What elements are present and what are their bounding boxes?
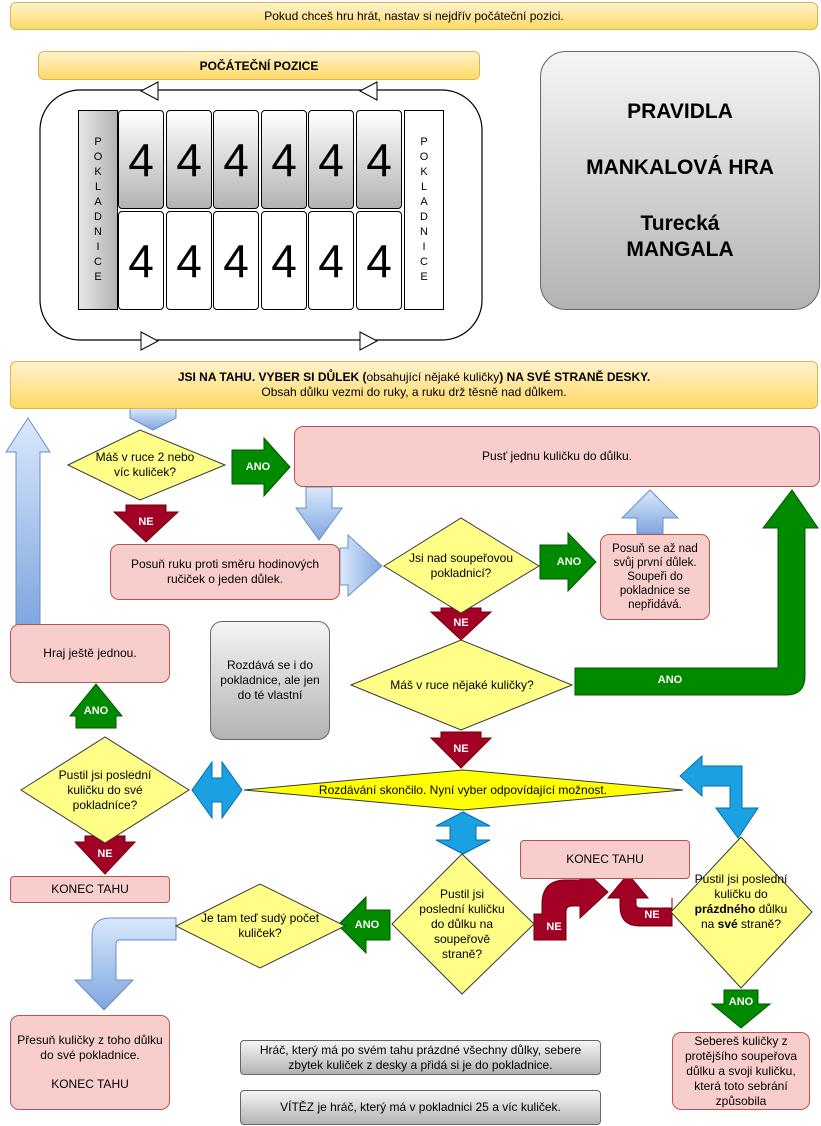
rules-name: MANGALA bbox=[626, 237, 734, 261]
store-right: P O K L A D N I C E bbox=[404, 110, 444, 310]
bent-arrow-even bbox=[73, 917, 177, 1011]
bidir-arrow-down bbox=[435, 811, 491, 855]
decision-over-store bbox=[383, 517, 540, 614]
no-arrow-two bbox=[112, 504, 180, 543]
pit-bottom-2: 4 bbox=[166, 211, 212, 310]
turn-bold-b: ) NA SVÉ STRANĚ DESKY. bbox=[499, 370, 651, 384]
decision-distribution-text: Rozdávání skončilo. Nyní vyber odpovídaj… bbox=[318, 782, 608, 797]
no-arrow-any bbox=[429, 731, 493, 769]
down-arrow-drop bbox=[295, 486, 343, 541]
turn-bold-a: JSI NA TAHU. VYBER SI DŮLEK ( bbox=[177, 370, 367, 384]
label-yes-any: ANO bbox=[657, 674, 683, 686]
right-arrow-move bbox=[339, 533, 383, 598]
decision-over-store-text: Jsi nad soupeřovou pokladnicí? bbox=[408, 551, 514, 580]
decision-opp-side-text: Pustil jsi poslední kuličku do důlku na … bbox=[419, 886, 505, 961]
rules-title: PRAVIDLA bbox=[627, 99, 733, 123]
rule-empty-box: Hráč, který má po svém tahu prázdné všec… bbox=[240, 1040, 601, 1075]
decision-empty-own-text: Pustil jsi poslední kuličku do prázdného… bbox=[694, 872, 788, 931]
label-no-two: NE bbox=[138, 516, 154, 528]
yes-arrow-two bbox=[231, 436, 291, 498]
pit-top-5: 4 bbox=[308, 110, 354, 209]
yes-arrow-again bbox=[68, 683, 124, 729]
decision-even bbox=[174, 883, 347, 969]
skip-pit-box: Posuň se až nad svůj první důlek. Soupeř… bbox=[600, 534, 710, 620]
pit-bottom-6: 4 bbox=[356, 211, 402, 310]
yes-arrow-store bbox=[539, 531, 597, 593]
decision-last-own-store bbox=[20, 736, 190, 844]
label-no-any: NE bbox=[453, 743, 469, 755]
capture-box: Sebereš kuličky z protějšího soupeřova d… bbox=[672, 1032, 810, 1110]
decision-two-balls-text: Máš v ruce 2 nebo víc kuliček? bbox=[95, 450, 195, 479]
label-yes-opp: ANO bbox=[354, 919, 380, 931]
rule-winner-box: VÍTĚZ je hráč, který má v pokladnici 25 … bbox=[240, 1090, 601, 1125]
label-yes-again: ANO bbox=[83, 705, 109, 717]
pit-top-6: 4 bbox=[356, 110, 402, 209]
yes-arrow-any bbox=[574, 489, 819, 696]
rules-game: MANKALOVÁ HRA bbox=[586, 155, 774, 179]
bidir-arrow-right bbox=[679, 754, 759, 839]
track-arrow-top-left bbox=[139, 81, 159, 101]
pit-top-4: 4 bbox=[261, 110, 307, 209]
end-turn-mid: KONEC TAHU bbox=[520, 840, 690, 879]
decision-any-balls bbox=[349, 639, 574, 731]
decision-even-text: Je tam teď sudý počet kuliček? bbox=[200, 911, 320, 940]
label-yes-capture: ANO bbox=[728, 996, 754, 1008]
rules-variant: Turecká bbox=[640, 211, 720, 235]
decision-empty-own bbox=[670, 836, 813, 989]
pit-top-3: 4 bbox=[213, 110, 259, 209]
track-arrow-top-right bbox=[358, 81, 378, 101]
top-note: Pokud chceš hru hrát, nastav si nejdřív … bbox=[10, 2, 818, 30]
end-turn-left: KONEC TAHU bbox=[10, 876, 170, 903]
label-no-store: NE bbox=[453, 617, 469, 629]
track-arrow-bottom-left bbox=[140, 331, 160, 351]
label-yes-two: ANO bbox=[245, 461, 271, 473]
rules-box: PRAVIDLA MANKALOVÁ HRA Turecká MANGALA bbox=[540, 51, 820, 310]
up-arrow-skip bbox=[620, 489, 680, 535]
note-store-box: Rozdává se i do pokladnice, ale jen do t… bbox=[210, 621, 330, 740]
pit-bottom-3: 4 bbox=[213, 211, 259, 310]
turn-bar: JSI NA TAHU. VYBER SI DŮLEK (obsahující … bbox=[10, 361, 818, 409]
yes-arrow-opp bbox=[337, 895, 391, 955]
turn-normal-a: obsahující nějaké kuličky bbox=[366, 370, 500, 384]
decision-any-balls-text: Máš v ruce nějaké kuličky? bbox=[390, 677, 534, 692]
move-hand-box: Posuň ruku proti směru hodinových ručiče… bbox=[110, 544, 340, 600]
up-arrow-left bbox=[5, 417, 51, 626]
decision-opp-side bbox=[391, 853, 535, 995]
store-left: P O K L A D N I C E bbox=[78, 110, 118, 310]
pit-bottom-4: 4 bbox=[261, 211, 307, 310]
label-yes-store: ANO bbox=[556, 556, 582, 568]
decision-two-balls bbox=[66, 429, 227, 501]
drop-one-box: Pusť jednu kuličku do důlku. bbox=[294, 426, 820, 487]
track-arrow-bottom-right bbox=[359, 331, 379, 351]
no-arrow-opp bbox=[533, 864, 609, 941]
pit-top-2: 4 bbox=[166, 110, 212, 209]
decision-distribution bbox=[243, 769, 684, 811]
start-title: POČÁTEČNÍ POZICE bbox=[38, 51, 480, 80]
label-no-empty: NE bbox=[644, 909, 660, 921]
label-no-left: NE bbox=[97, 848, 113, 860]
no-arrow-left bbox=[73, 835, 137, 875]
pit-bottom-1: 4 bbox=[118, 211, 164, 310]
move-to-store-box: Přesuň kuličky z toho důlku do své pokla… bbox=[10, 1015, 170, 1110]
yes-arrow-capture bbox=[710, 989, 772, 1029]
pit-bottom-5: 4 bbox=[308, 211, 354, 310]
down-arrow-turn bbox=[129, 407, 177, 431]
turn-line2: Obsah důlku vezmi do ruky, a ruku drž tě… bbox=[261, 385, 567, 399]
play-again-box: Hraj ještě jednou. bbox=[10, 624, 170, 683]
decision-last-own-store-text: Pustil jsi poslední kuličku do své pokla… bbox=[58, 767, 152, 812]
bidir-arrow-left bbox=[191, 760, 243, 820]
pit-top-1: 4 bbox=[118, 110, 164, 209]
no-arrow-store bbox=[429, 607, 493, 641]
label-no-opp: NE bbox=[546, 921, 562, 933]
